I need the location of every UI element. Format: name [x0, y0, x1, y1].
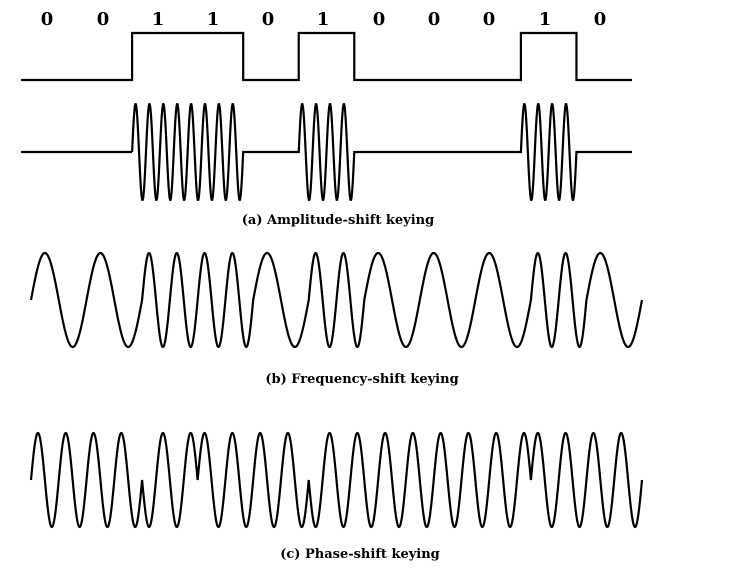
bit-label: 0 [594, 9, 607, 30]
bit-labels: 0 0 1 1 0 1 0 0 0 1 0 [41, 9, 607, 30]
bit-label: 0 [97, 9, 110, 30]
bit-label: 1 [317, 9, 330, 30]
bit-label: 0 [428, 9, 441, 30]
fsk-caption: (b) Frequency-shift keying [265, 372, 458, 387]
psk-waveform [29, 431, 644, 529]
digital-signal-waveform [21, 31, 632, 82]
fsk-waveform [29, 251, 644, 349]
bit-label: 0 [483, 9, 496, 30]
bit-label: 1 [152, 9, 165, 30]
ask-caption: (a) Amplitude-shift keying [242, 213, 434, 228]
psk-caption: (c) Phase-shift keying [280, 547, 440, 562]
ask-waveform [21, 103, 632, 201]
bit-label: 1 [539, 9, 552, 30]
bit-label: 1 [207, 9, 220, 30]
bit-label: 0 [373, 9, 386, 30]
bit-label: 0 [41, 9, 54, 30]
bit-label: 0 [262, 9, 275, 30]
